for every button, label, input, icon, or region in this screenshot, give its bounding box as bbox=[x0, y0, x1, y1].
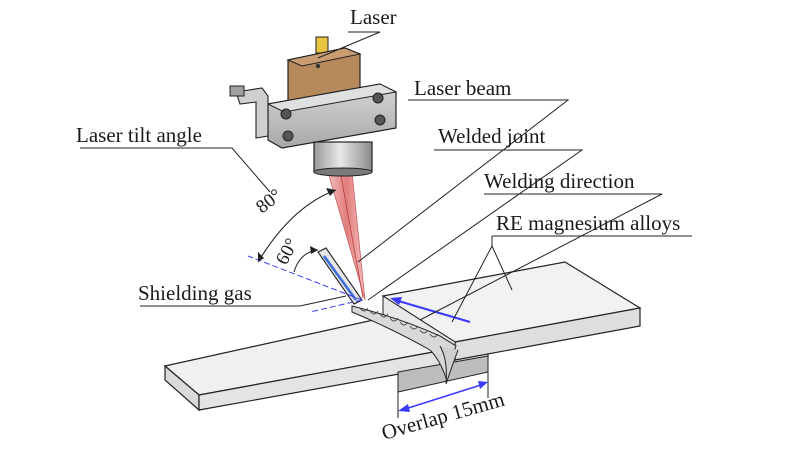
leader-welded-joint bbox=[367, 149, 584, 301]
leader-welding-direction bbox=[419, 193, 663, 321]
angle-nozzle: 60° bbox=[272, 235, 303, 268]
weld-nugget bbox=[439, 345, 459, 385]
laser-nozzle-cylinder bbox=[313, 141, 373, 173]
welding-direction-arrow bbox=[390, 297, 471, 323]
laser-bracket bbox=[235, 87, 269, 139]
label-laser-tilt-angle: Laser tilt angle bbox=[76, 123, 202, 147]
angle-laser-tilt: 80° bbox=[252, 185, 286, 218]
label-laser: Laser bbox=[350, 5, 397, 29]
tilt-angle-dimension bbox=[247, 188, 363, 313]
weld-ripples bbox=[359, 307, 439, 338]
laser-tab bbox=[315, 36, 329, 54]
label-laser-beam: Laser beam bbox=[414, 76, 511, 100]
label-re-magnesium-alloys: RE magnesium alloys bbox=[496, 211, 680, 235]
laser-head bbox=[229, 36, 398, 177]
leader-laser-beam bbox=[357, 99, 570, 263]
label-welding-direction: Welding direction bbox=[484, 169, 635, 193]
weld-bead bbox=[351, 305, 459, 385]
leader-shielding-gas bbox=[140, 295, 347, 307]
leader-lines bbox=[80, 31, 692, 323]
label-shielding-gas: Shielding gas bbox=[138, 281, 252, 305]
leader-tilt-angle bbox=[80, 147, 271, 193]
label-welded-joint: Welded joint bbox=[438, 124, 546, 148]
beam-axis bbox=[339, 169, 364, 299]
leader-laser bbox=[317, 31, 381, 59]
overlap-dimension bbox=[397, 364, 489, 418]
